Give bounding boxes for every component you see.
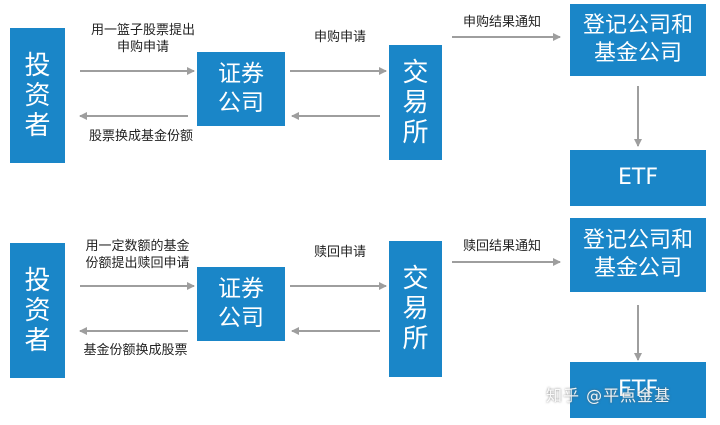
etf-box: ETF	[570, 362, 706, 418]
label-broker-to-exchange: 申购申请	[313, 30, 366, 45]
label-broker-to-exchange: 赎回申请	[313, 245, 366, 260]
label-investor-to-broker: 用一篮子股票提出 申购申请	[90, 23, 195, 55]
label-broker-to-investor: 股票换成基金份额	[88, 129, 193, 144]
label-broker-to-investor: 基金份额换成股票	[83, 343, 188, 358]
registrar-box: 登记公司和 基金公司	[570, 4, 706, 76]
label-exchange-to-registrar: 赎回结果通知	[462, 239, 541, 254]
label-exchange-to-registrar: 申购结果通知	[462, 15, 541, 30]
broker-box: 证券 公司	[197, 267, 285, 341]
registrar-box: 登记公司和 基金公司	[570, 218, 706, 292]
investor-box: 投 资 者	[10, 28, 65, 163]
exchange-box: 交 易 所	[389, 241, 442, 377]
exchange-box: 交 易 所	[389, 45, 442, 160]
investor-box: 投 资 者	[10, 243, 65, 378]
broker-box: 证券 公司	[197, 52, 285, 126]
label-investor-to-broker: 用一定数额的基金 份额提出赎回申请	[85, 239, 190, 271]
etf-box: ETF	[570, 150, 706, 206]
watermark: 知乎 @平点金基	[546, 386, 672, 405]
